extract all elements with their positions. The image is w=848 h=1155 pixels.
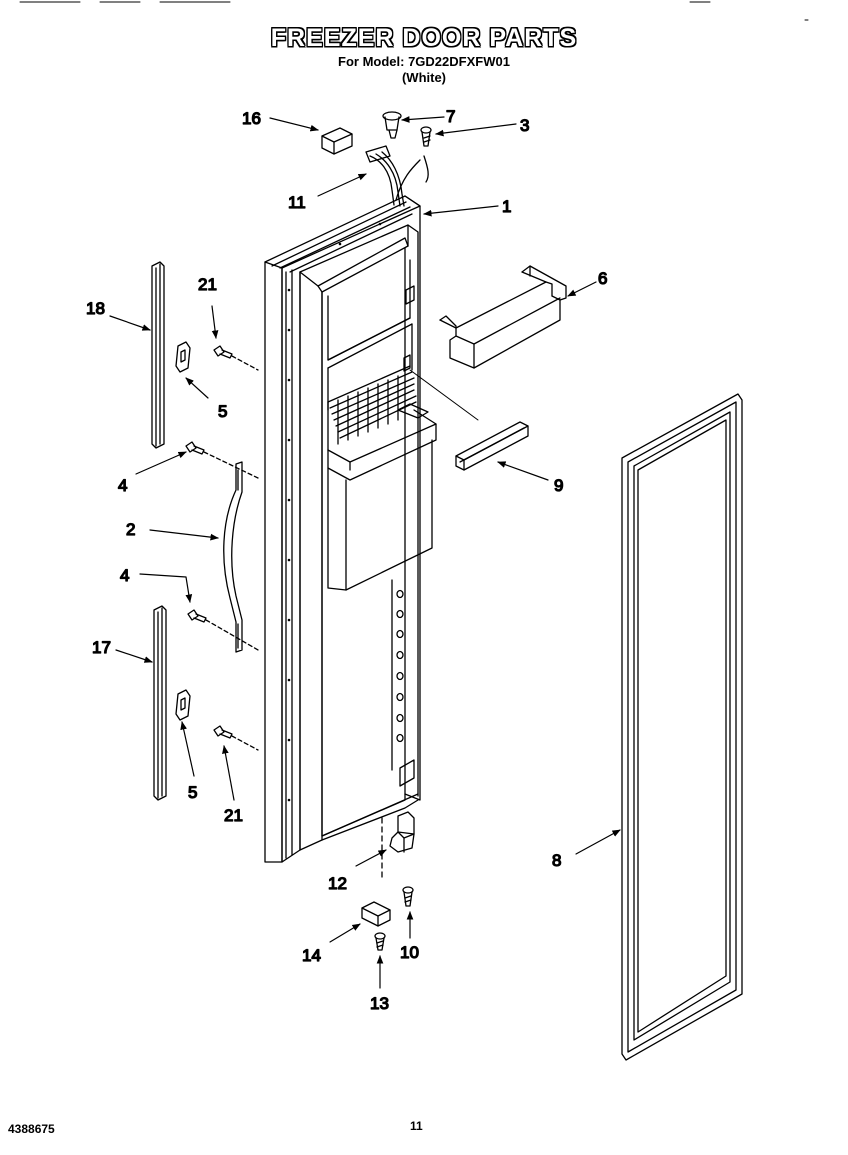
trim-strip-lower [153, 605, 167, 801]
callout-11: 11 [288, 193, 306, 212]
screw-10 [402, 886, 414, 907]
callout-3: 3 [520, 116, 529, 135]
callout-10: 10 [400, 943, 419, 962]
door-edge-dots [287, 222, 382, 802]
screw-21-upper [213, 345, 259, 371]
page-number: 11 [410, 1119, 423, 1133]
callout-5-upper: 5 [218, 402, 227, 421]
callout-21-lower: 21 [224, 806, 243, 825]
model-line: For Model: 7GD22DFXFW01 [338, 54, 510, 69]
page-title: FREEZER DOOR PARTS [270, 24, 578, 52]
callout-4-upper: 4 [118, 476, 127, 495]
dispenser-ribs [327, 365, 417, 451]
door-handle [223, 461, 243, 653]
callout-4-lower: 4 [120, 566, 129, 585]
callout-12: 12 [328, 874, 347, 893]
light-socket [382, 111, 402, 139]
trim-strip-upper [151, 261, 165, 449]
callout-13: 13 [370, 994, 389, 1013]
screw-4-upper [185, 441, 259, 479]
callout-7: 7 [446, 107, 455, 126]
screw-top [420, 126, 432, 147]
screw-4-lower [187, 609, 259, 651]
scan-marks [19, 1, 809, 21]
door-gasket [621, 393, 743, 1061]
callout-labels: 16 7 3 11 1 6 21 18 5 4 9 2 4 17 5 21 8 … [85, 106, 608, 1013]
connector-block [321, 127, 353, 155]
callout-1: 1 [502, 197, 511, 216]
control-holes [396, 589, 404, 743]
door-shelf-bin [439, 265, 567, 369]
wire-harness [365, 145, 429, 207]
callout-17: 17 [92, 638, 111, 657]
freezer-door-panel [264, 195, 437, 863]
document-number: 4388675 [8, 1122, 55, 1136]
leader-arrows [109, 116, 621, 989]
lower-hinge [381, 811, 415, 881]
callout-5-lower: 5 [188, 783, 197, 802]
screw-21-lower [213, 725, 259, 751]
callout-9: 9 [554, 476, 563, 495]
callout-14: 14 [302, 946, 321, 965]
color-line: (White) [401, 70, 447, 85]
callout-6: 6 [598, 269, 607, 288]
clip-upper [175, 341, 191, 373]
callout-8: 8 [552, 851, 561, 870]
hinge-bracket [361, 901, 391, 927]
callout-2: 2 [126, 520, 135, 539]
screw-13 [374, 932, 386, 951]
callout-16: 16 [242, 109, 261, 128]
clip-lower [175, 689, 191, 721]
callout-21-upper: 21 [198, 275, 217, 294]
callout-18: 18 [86, 299, 105, 318]
shelf-rail [409, 369, 529, 471]
